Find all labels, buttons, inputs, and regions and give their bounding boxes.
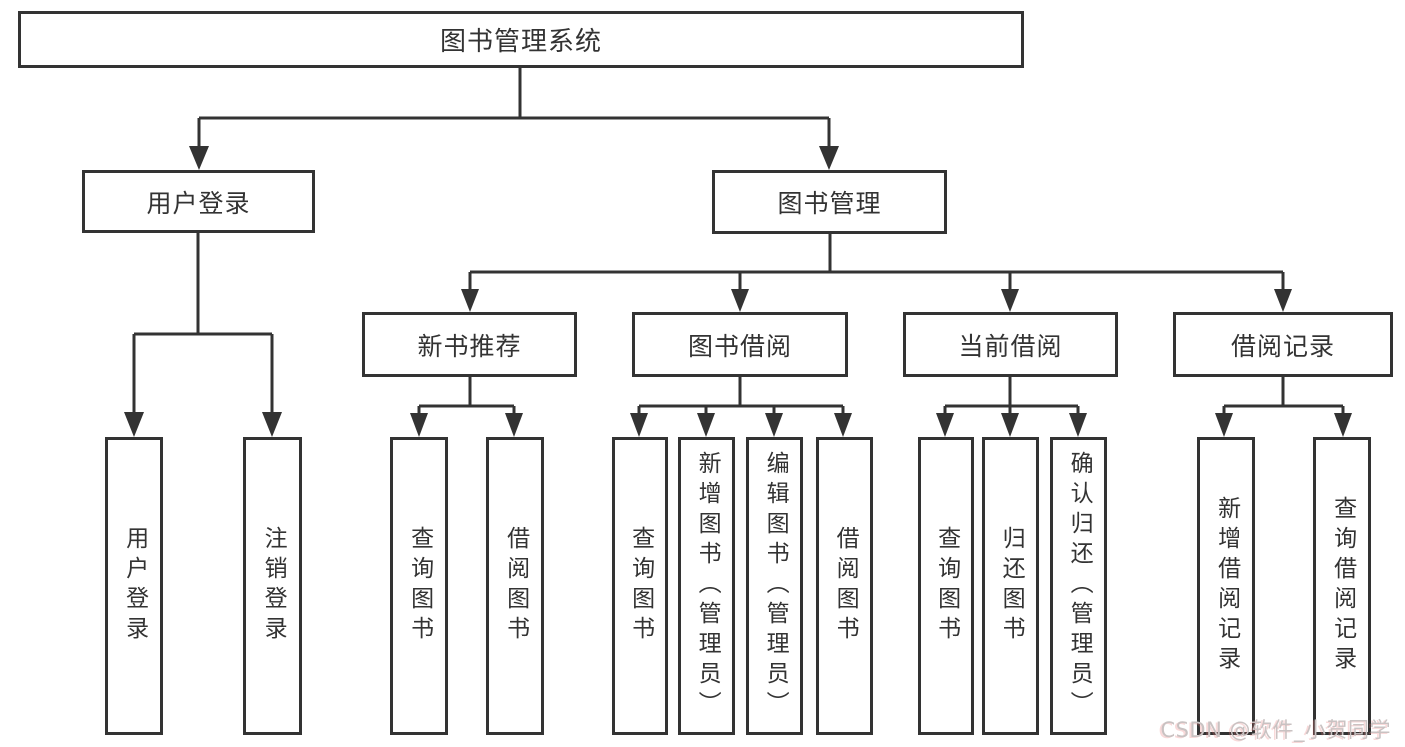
leaf-query-borrow-record-label: 查询借阅记录 [1329,496,1356,676]
node-user-login: 用户登录 [82,170,315,233]
leaf-borrow-books-borrowing: 借阅图书 [816,437,873,735]
leaf-return-book-label: 归还图书 [998,526,1025,646]
leaf-logout-label: 注销登录 [260,526,287,646]
node-root: 图书管理系统 [18,11,1024,68]
leaf-add-book-admin: 新增图书（管理员） [678,437,735,735]
leaf-return-book: 归还图书 [982,437,1039,735]
leaf-query-books-current-label: 查询图书 [933,526,960,646]
leaf-query-books-borrowing: 查询图书 [612,437,668,735]
leaf-borrow-books-recommend: 借阅图书 [486,437,544,735]
leaf-query-books-recommend: 查询图书 [390,437,448,735]
node-current-borrowing: 当前借阅 [903,312,1118,377]
leaf-confirm-return-admin: 确认归还（管理员） [1050,437,1107,735]
node-borrow-records: 借阅记录 [1173,312,1393,377]
leaf-borrow-books-borrowing-label: 借阅图书 [832,526,859,646]
leaf-add-book-admin-label: 新增图书（管理员） [694,451,721,721]
leaf-logout: 注销登录 [243,437,302,735]
leaf-borrow-books-recommend-label: 借阅图书 [502,526,529,646]
leaf-query-books-current: 查询图书 [918,437,974,735]
node-new-book-recommendation: 新书推荐 [362,312,577,377]
leaf-confirm-return-admin-label: 确认归还（管理员） [1066,451,1093,721]
leaf-query-borrow-record: 查询借阅记录 [1313,437,1371,735]
leaf-user-login-label: 用户登录 [121,526,148,646]
leaf-query-books-recommend-label: 查询图书 [406,526,433,646]
leaf-add-borrow-record-label: 新增借阅记录 [1213,496,1240,676]
node-book-management: 图书管理 [712,170,947,234]
leaf-add-borrow-record: 新增借阅记录 [1197,437,1255,735]
node-book-borrowing: 图书借阅 [632,312,848,377]
leaf-edit-book-admin: 编辑图书（管理员） [746,437,803,735]
leaf-user-login: 用户登录 [105,437,163,735]
leaf-query-books-borrowing-label: 查询图书 [627,526,654,646]
leaf-edit-book-admin-label: 编辑图书（管理员） [762,451,789,721]
